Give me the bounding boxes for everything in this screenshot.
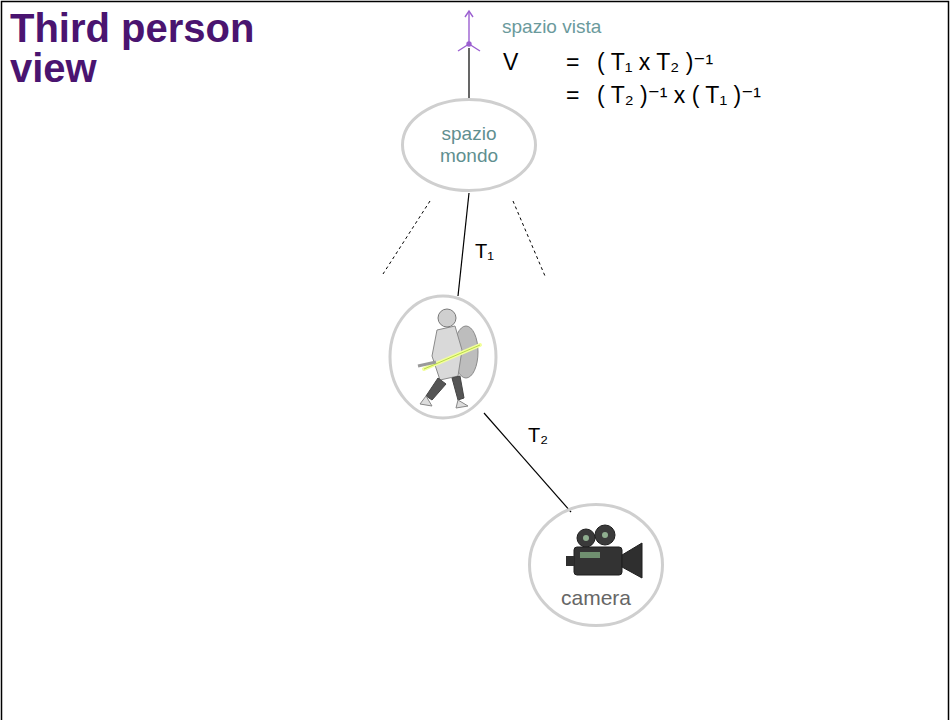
character-circle xyxy=(390,296,496,418)
formula-text: ( T₁ x T₂ )⁻¹ xyxy=(597,49,713,75)
space-label: spazio vista xyxy=(502,16,601,38)
camera-circle: camera xyxy=(528,503,664,627)
formula-symbol: = xyxy=(566,49,579,75)
formula-symbol: = xyxy=(566,82,579,108)
formula-text: ( T₂ )⁻¹ x ( T₁ )⁻¹ xyxy=(597,82,761,108)
tree-lines xyxy=(458,48,571,512)
axes-symbol xyxy=(458,11,480,51)
camera-icon xyxy=(566,525,642,578)
slide-title: Third person view xyxy=(10,8,310,88)
node-text: camera xyxy=(541,586,651,610)
transform-label: T₁ xyxy=(475,240,494,263)
dashed-lines xyxy=(383,201,545,276)
node-text: spazio mondo xyxy=(421,123,517,167)
space-circle: spazio mondo xyxy=(401,98,537,192)
transform-label: T₂ xyxy=(528,424,548,447)
formula-symbol: V xyxy=(503,49,518,75)
soldier-figure xyxy=(418,309,480,408)
